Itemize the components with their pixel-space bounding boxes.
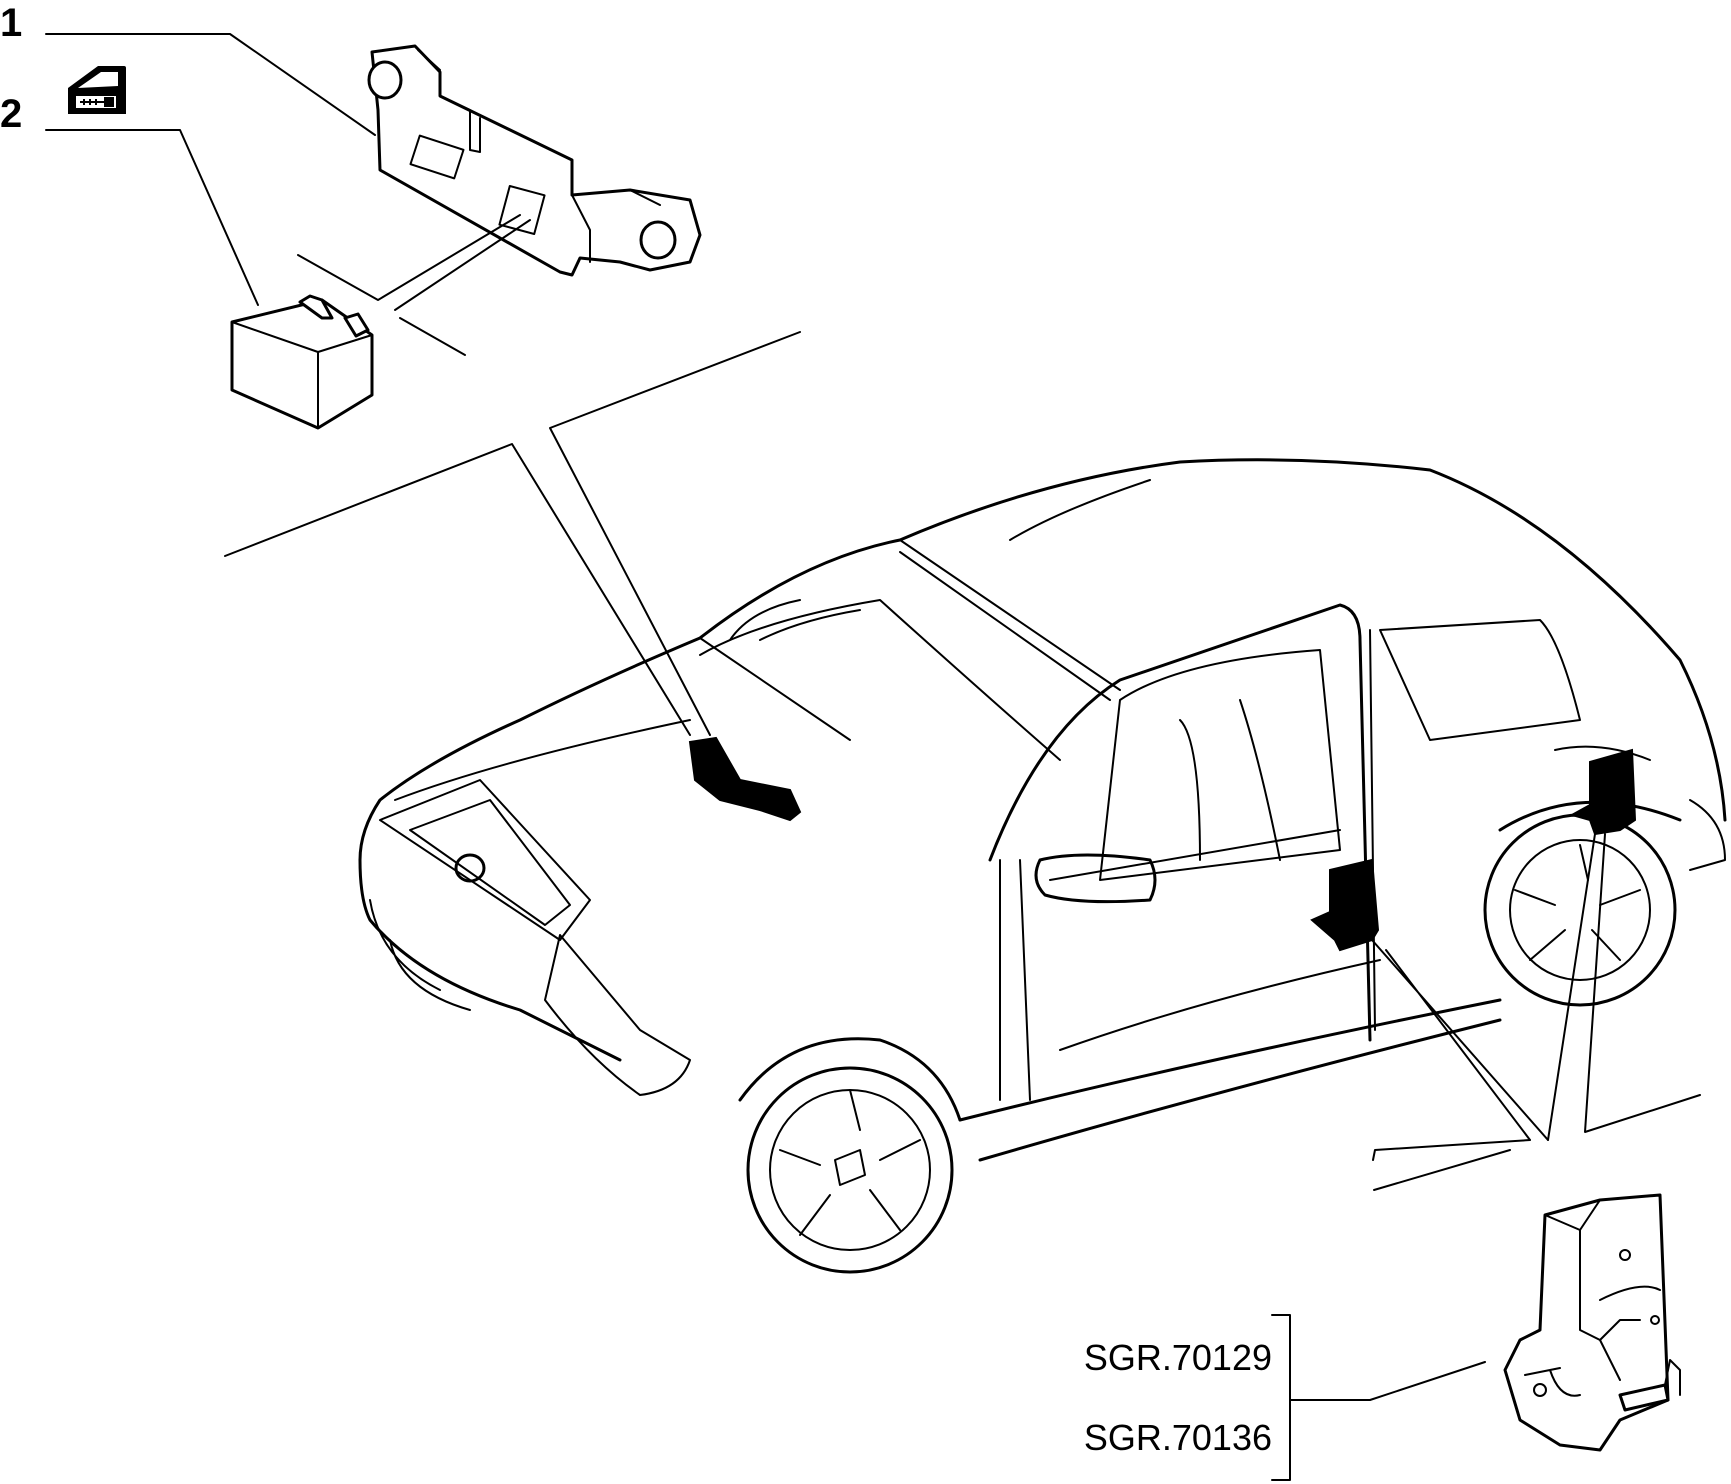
leader-lines-rear — [1371, 833, 1701, 1191]
door-key-icon — [68, 66, 126, 114]
reference-brace — [1271, 1314, 1291, 1481]
part-reference-1: SGR.70129 — [1084, 1337, 1272, 1378]
door-lock-part — [1503, 1193, 1681, 1452]
callout-1: 1 — [0, 1, 376, 136]
connector-lines — [297, 214, 531, 356]
front-bracket-on-car — [688, 736, 802, 822]
front-door-lock-on-car — [1310, 858, 1380, 952]
bracket-part — [367, 44, 702, 277]
callout-2: 2 — [0, 92, 259, 306]
callout-number-1: 1 — [0, 1, 22, 45]
car-illustration — [358, 458, 1727, 1274]
part-reference-2: SGR.70136 — [1084, 1417, 1272, 1458]
part-reference-group: SGR.70129 SGR.70136 — [1084, 1314, 1486, 1481]
leader-line-1 — [45, 33, 376, 136]
control-unit-part — [230, 294, 374, 430]
callout-number-2: 2 — [0, 92, 22, 136]
rear-door-lock-on-car — [1569, 748, 1637, 836]
leader-lines-front — [224, 331, 801, 736]
reference-leader — [1289, 1361, 1486, 1401]
leader-line-2 — [45, 129, 259, 306]
